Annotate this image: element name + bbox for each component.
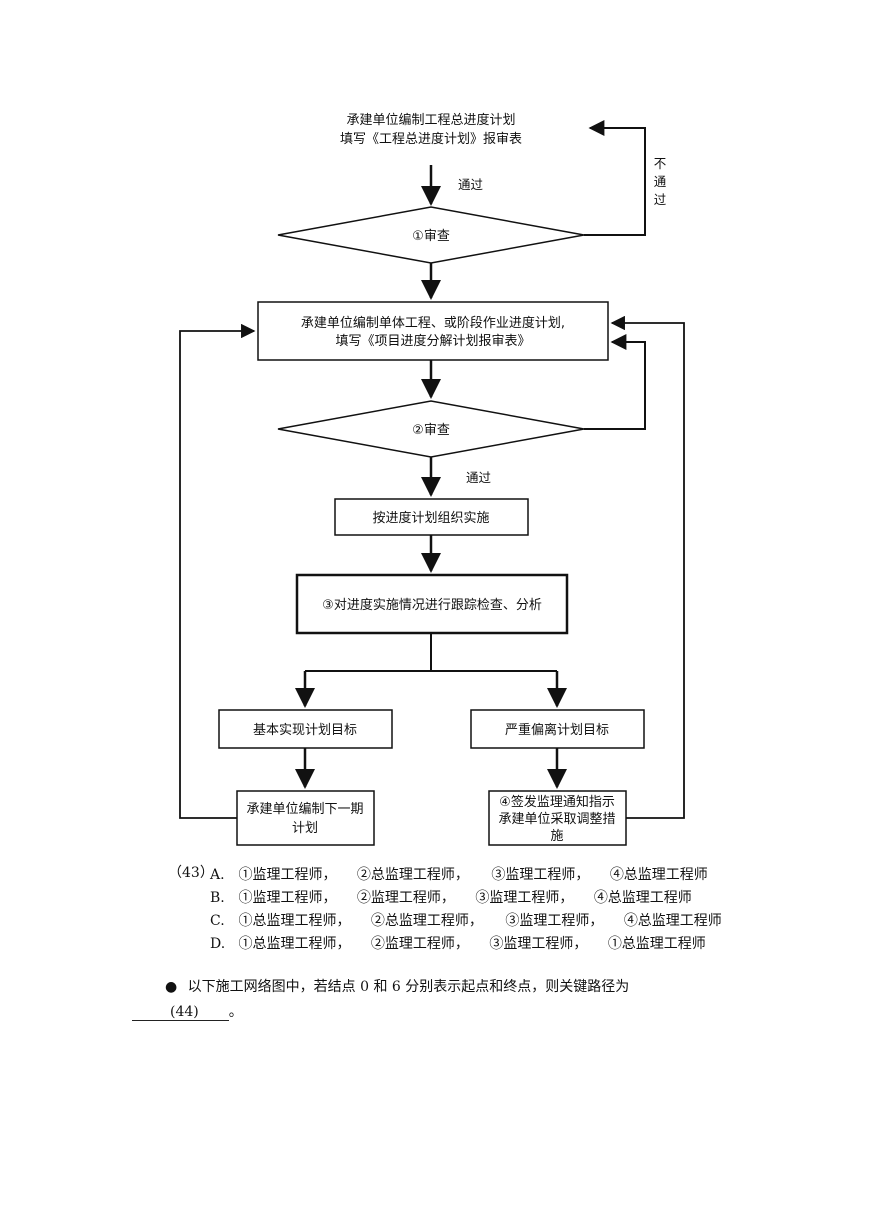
- option-b-p3: ③监理工程师，: [475, 890, 574, 906]
- not-pass-loop-arrow: [584, 120, 646, 236]
- option-c-p1: ①总监理工程师，: [238, 913, 351, 929]
- notice-loop-arrow: [610, 315, 685, 819]
- not-pass-label-1: 不: [654, 156, 667, 171]
- track-box: [295, 573, 569, 635]
- plan-box-line1: 承建单位编制单体工程、或阶段作业进度计划,: [301, 315, 565, 331]
- deviate-target-label: 严重偏离计划目标: [505, 722, 609, 738]
- option-a-p1: ①监理工程师，: [238, 867, 337, 883]
- option-a: A. ①监理工程师， ②总监理工程师， ③监理工程师， ④总监理工程师: [210, 864, 708, 884]
- review-2-fail-loop-arrow: [584, 334, 646, 430]
- implement-box: [334, 498, 529, 536]
- answer-end-punct: 。: [228, 1004, 243, 1020]
- top-plan-text-line1: 承建单位编制工程总进度计划: [346, 112, 515, 128]
- option-d: D. ①总监理工程师， ②监理工程师， ③监理工程师， ①总监理工程师: [210, 933, 706, 953]
- basic-target-box: [218, 709, 393, 749]
- option-a-p2: ②总监理工程师，: [356, 867, 469, 883]
- option-d-p4: ①总监理工程师: [607, 936, 706, 952]
- option-c-letter: C.: [210, 913, 225, 929]
- next-plan-line2: 计划: [292, 821, 318, 836]
- top-plan-text-line2: 填写《工程总进度计划》报审表: [340, 131, 522, 147]
- review-2-label: ②审查: [412, 423, 450, 438]
- option-b-p1: ①监理工程师，: [238, 890, 337, 906]
- not-pass-label-3: 过: [654, 192, 667, 207]
- option-a-p3: ③监理工程师，: [491, 867, 590, 883]
- option-d-p2: ②监理工程师，: [370, 936, 469, 952]
- option-b-p4: ④总监理工程师: [593, 890, 692, 906]
- option-c-p4: ④总监理工程师: [623, 913, 722, 929]
- answer-blank-left: [132, 1006, 170, 1021]
- track-box-label: ③对进度实施情况进行跟踪检查、分析: [322, 597, 542, 613]
- notice-box: [488, 790, 627, 846]
- review-1-label: ①审查: [412, 229, 450, 244]
- bullet-icon: ●: [165, 979, 178, 995]
- question-44-answer-line: (44) 。: [132, 1001, 243, 1021]
- option-b-p2: ②监理工程师，: [356, 890, 455, 906]
- plan-box-line2: 填写《项目进度分解计划报审表》: [335, 333, 530, 349]
- answer-blank-label: (44): [170, 1004, 199, 1021]
- flowchart: 承建单位编制工程总进度计划 填写《工程总进度计划》报审表 通过 ①审查 不 通 …: [179, 112, 685, 846]
- option-b: B. ①监理工程师， ②监理工程师， ③监理工程师， ④总监理工程师: [210, 887, 692, 907]
- question-43-number: （43）: [168, 865, 214, 881]
- next-plan-box: [236, 790, 375, 846]
- answer-blank-right: [198, 1006, 229, 1021]
- next-plan-loop-arrow: [179, 323, 256, 819]
- implement-box-label: 按进度计划组织实施: [372, 510, 489, 526]
- pass-label-2: 通过: [466, 470, 492, 485]
- option-c: C. ①总监理工程师， ②总监理工程师， ③监理工程师， ④总监理工程师: [210, 910, 722, 930]
- option-d-p3: ③监理工程师，: [489, 936, 588, 952]
- deviate-target-box: [470, 709, 645, 749]
- basic-target-label: 基本实现计划目标: [253, 723, 357, 738]
- option-c-p3: ③监理工程师，: [505, 913, 604, 929]
- option-a-letter: A.: [210, 867, 225, 883]
- option-d-p1: ①总监理工程师，: [238, 936, 351, 952]
- option-c-p2: ②总监理工程师，: [370, 913, 483, 929]
- pass-label-1: 通过: [458, 177, 484, 192]
- notice-line2: 承建单位采取调整措: [498, 812, 615, 827]
- question-44-text: ● 以下施工网络图中，若结点 0 和 6 分别表示起点和终点，则关键路径为: [165, 976, 629, 996]
- not-pass-label-2: 通: [654, 174, 667, 189]
- notice-line3: 施: [550, 829, 563, 844]
- option-d-letter: D.: [210, 936, 226, 952]
- next-plan-line1: 承建单位编制下一期: [246, 802, 363, 817]
- option-a-p4: ④总监理工程师: [609, 867, 708, 883]
- question-44-body: 以下施工网络图中，若结点 0 和 6 分别表示起点和终点，则关键路径为: [187, 979, 630, 995]
- plan-box: [257, 301, 609, 361]
- notice-line1: ④签发监理通知指示: [499, 794, 615, 810]
- option-b-letter: B.: [210, 890, 225, 906]
